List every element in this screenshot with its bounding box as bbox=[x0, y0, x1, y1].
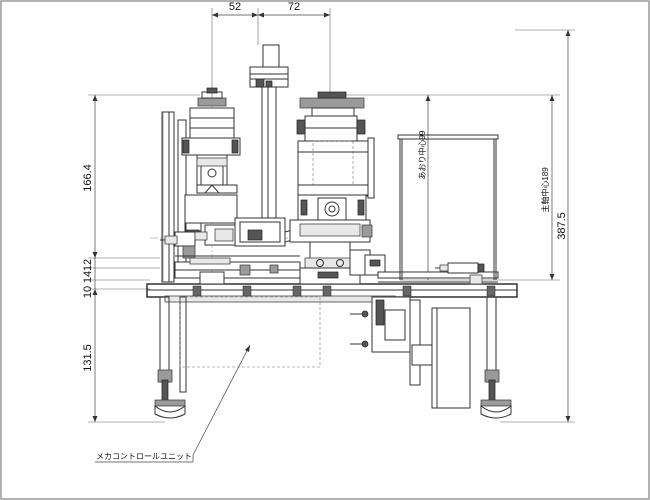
dimension-lines bbox=[88, 8, 575, 423]
hopper-bin bbox=[397, 134, 499, 280]
left-spindle-head bbox=[181, 87, 241, 194]
dim-top-right: 72 bbox=[288, 1, 300, 13]
dim-top-left: 52 bbox=[229, 1, 241, 13]
right-rail-assembly bbox=[349, 249, 499, 285]
dim-left-mid-b: 14 bbox=[82, 271, 94, 283]
dim-right-small: あおり中心99 bbox=[417, 130, 427, 179]
small-cylinder bbox=[435, 262, 485, 274]
carriage-rail bbox=[174, 255, 301, 285]
controller-unit-label: メカコントロールユニット bbox=[96, 452, 192, 461]
dim-left-upper: 166.4 bbox=[82, 164, 94, 192]
controller-leader bbox=[95, 344, 251, 463]
dim-right-mid: 主軸中心189 bbox=[540, 167, 550, 213]
horizontal-actuator bbox=[194, 217, 315, 247]
base-plate bbox=[146, 283, 518, 303]
controller-unit-outline bbox=[179, 296, 321, 368]
left-leg bbox=[154, 296, 187, 419]
right-leg bbox=[480, 296, 512, 419]
dim-left-mid-a: 10 bbox=[82, 286, 94, 298]
dim-left-lower: 131.5 bbox=[82, 344, 94, 372]
lower-right-unit bbox=[350, 296, 471, 409]
dim-right-total: 387.5 bbox=[556, 212, 568, 240]
dim-left-mid-c: 12 bbox=[82, 259, 94, 271]
right-spindle-lower bbox=[289, 194, 373, 285]
right-spindle-head bbox=[296, 91, 375, 199]
center-tower bbox=[249, 44, 289, 220]
